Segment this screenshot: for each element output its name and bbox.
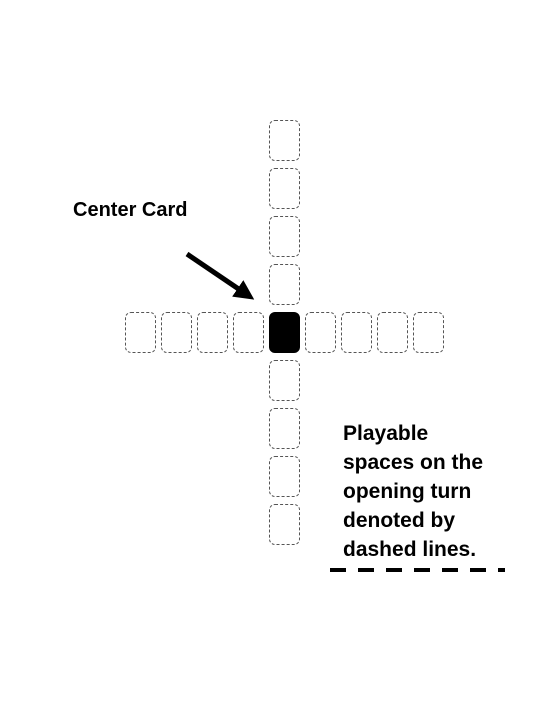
playable-space-right (413, 312, 444, 353)
caption-line: spaces on the (343, 451, 484, 474)
playable-space-down (269, 408, 300, 449)
playable-space-down (269, 456, 300, 497)
playable-space-left (161, 312, 192, 353)
playable-space-up (269, 168, 300, 209)
playable-space-left (125, 312, 156, 353)
playable-space-down (269, 360, 300, 401)
center-card-arrow (185, 251, 255, 300)
playable-space-up (269, 120, 300, 161)
center-card (269, 312, 300, 353)
playable-space-down (269, 504, 300, 545)
playable-space-up (269, 264, 300, 305)
playable-space-right (341, 312, 372, 353)
playable-space-left (197, 312, 228, 353)
caption-line: Playable (343, 422, 429, 445)
center-card-label: Center Card (73, 199, 188, 221)
caption-line: dashed lines. (343, 538, 477, 561)
playable-spaces-caption: Playable spaces on the opening turn deno… (343, 419, 533, 564)
caption-line: denoted by (343, 509, 456, 532)
playable-space-left (233, 312, 264, 353)
playable-space-up (269, 216, 300, 257)
caption-line: opening turn (343, 480, 472, 503)
playable-space-right (305, 312, 336, 353)
playable-space-right (377, 312, 408, 353)
